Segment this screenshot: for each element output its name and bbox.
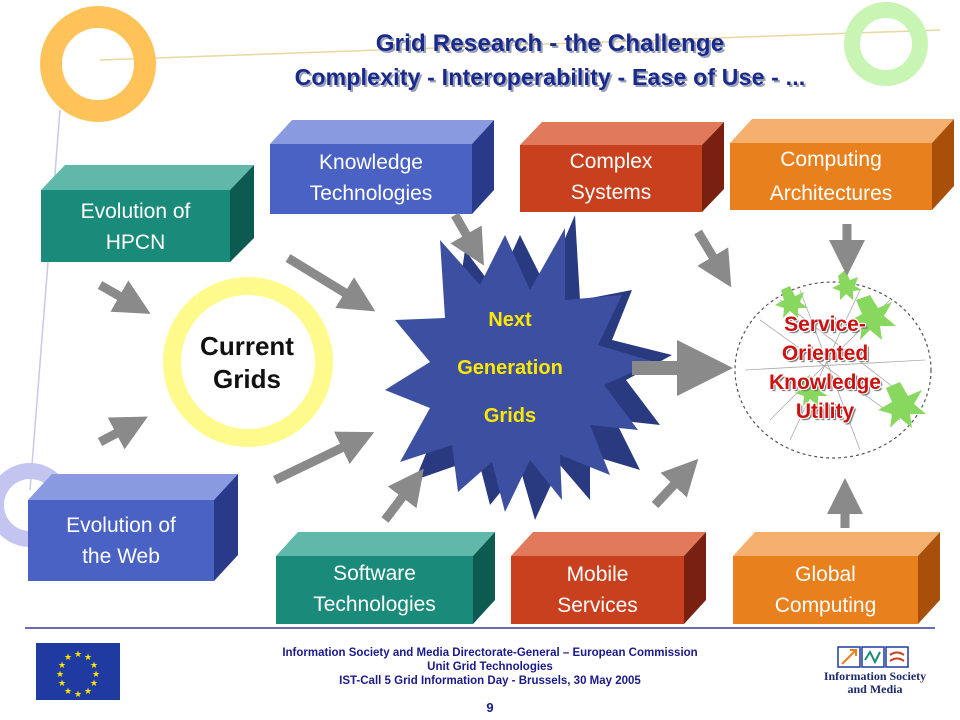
arrow-hpcn-to-current [97,280,151,314]
arrow-software-to-next [273,431,375,485]
box-mobile-services [511,532,706,624]
arrow-software-top-to-star [381,468,424,523]
slide-title: Grid Research - the Challenge [375,30,725,57]
svg-text:★: ★ [84,653,92,663]
svg-text:★: ★ [64,653,72,663]
svg-text:★: ★ [92,670,100,680]
orange-ring-decoration [40,6,156,122]
svg-text:★: ★ [64,687,72,697]
green-ring-decoration [844,2,928,86]
knowledge-utility-globe [734,270,932,459]
arrow-knowledge-to-next [285,254,376,312]
box-knowledge-technologies [270,120,494,214]
svg-text:★: ★ [56,670,64,680]
svg-text:★: ★ [58,661,66,671]
svg-text:★: ★ [90,661,98,671]
svg-text:★: ★ [58,679,66,689]
svg-text:★: ★ [74,690,82,700]
arrow-knowledge-top-to-star [450,212,484,266]
box-evolution-web [28,474,238,581]
eu-flag-icon: ★ ★ ★ ★ ★ ★ ★ ★ ★ ★ ★ ★ [36,643,120,700]
svg-text:★: ★ [74,650,82,660]
box-complex-systems [520,122,724,212]
box-computing-architectures [730,119,954,210]
page-number: 9 [486,700,494,715]
footer-text: Information Society and Media Directorat… [282,647,698,687]
slide-subtitle: Complexity - Interoperability - Ease of … [294,64,806,90]
information-society-logo-icon [837,646,909,668]
arrow-complex-to-utility [694,229,732,288]
svg-text:★: ★ [90,679,98,689]
current-grids-ring [163,277,333,447]
next-generation-star [385,228,655,512]
box-evolution-hpcn [41,165,254,262]
svg-text:★: ★ [84,687,92,697]
box-global-computing [733,532,940,624]
box-software-technologies [276,532,495,624]
arrow-web-to-current [97,416,148,450]
information-society-logo-text: Information Society and Media [823,669,927,696]
arrow-mobile-to-utility [651,458,699,509]
